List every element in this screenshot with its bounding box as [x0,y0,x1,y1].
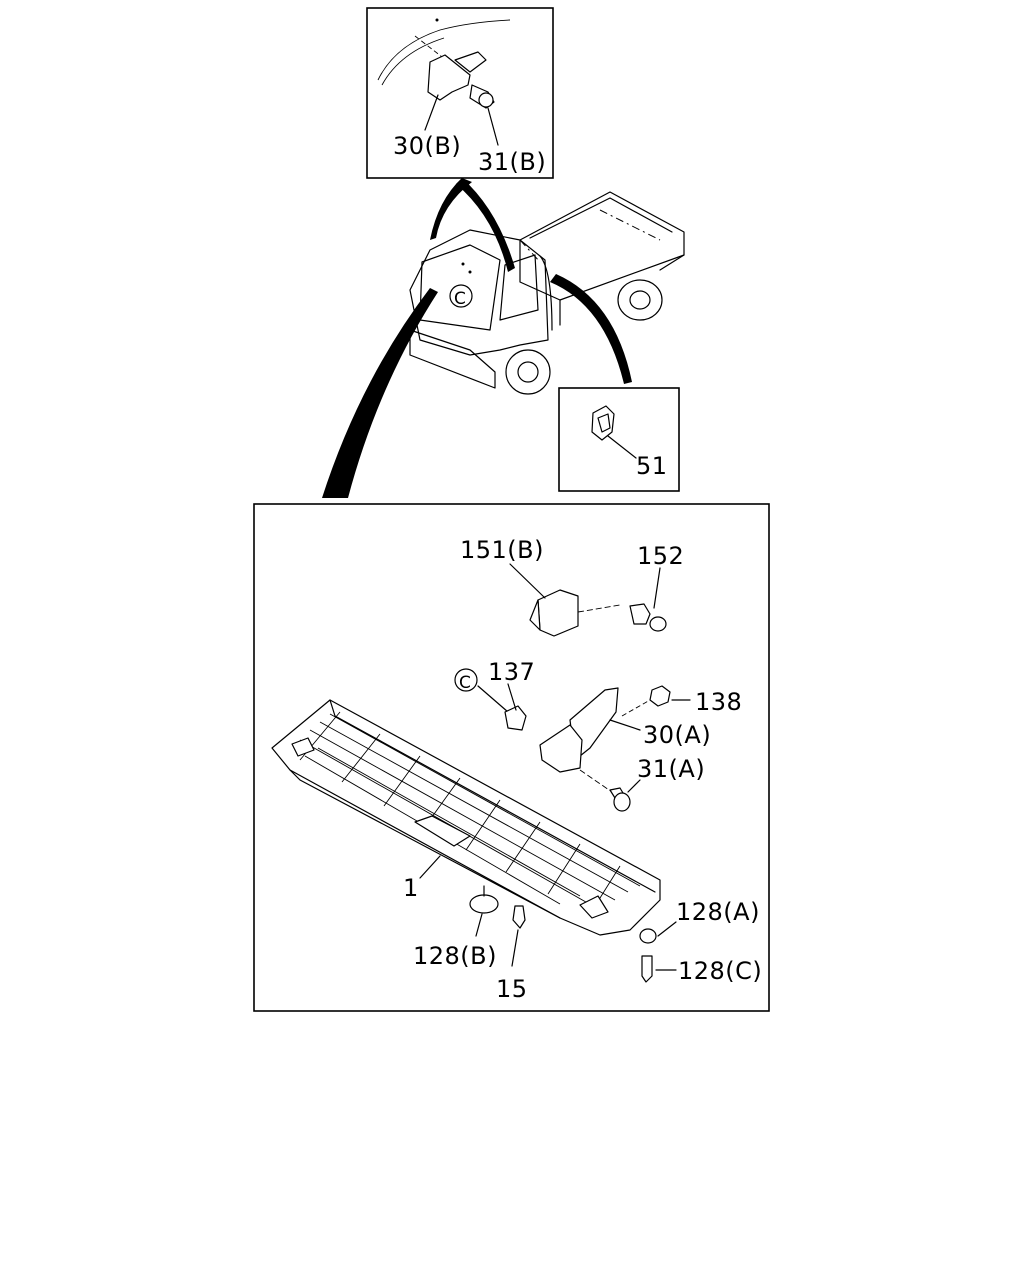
callout-128b: 128(B) [413,942,497,970]
callout-30b: 30(B) [393,132,461,160]
circle-c-truck-label: C [454,289,466,309]
callout-31a: 31(A) [637,755,705,783]
callout-15: 15 [496,975,528,1003]
callout-151b: 151(B) [460,536,544,564]
detail-box-main [253,503,770,1012]
callout-152: 152 [637,542,684,570]
pointer-curves [322,178,632,498]
callout-128a: 128(A) [676,898,760,926]
truck-illustration [409,191,685,395]
callout-1: 1 [403,874,419,902]
callout-51: 51 [636,452,668,480]
callout-30a: 30(A) [643,721,711,749]
callout-138: 138 [695,688,742,716]
detail-box-clip [558,387,680,492]
callout-31b: 31(B) [478,148,546,176]
callout-137: 137 [488,658,535,686]
detail-box-top [366,7,554,179]
circle-c-detail-label: C [459,673,471,693]
callout-128c: 128(C) [678,957,762,985]
